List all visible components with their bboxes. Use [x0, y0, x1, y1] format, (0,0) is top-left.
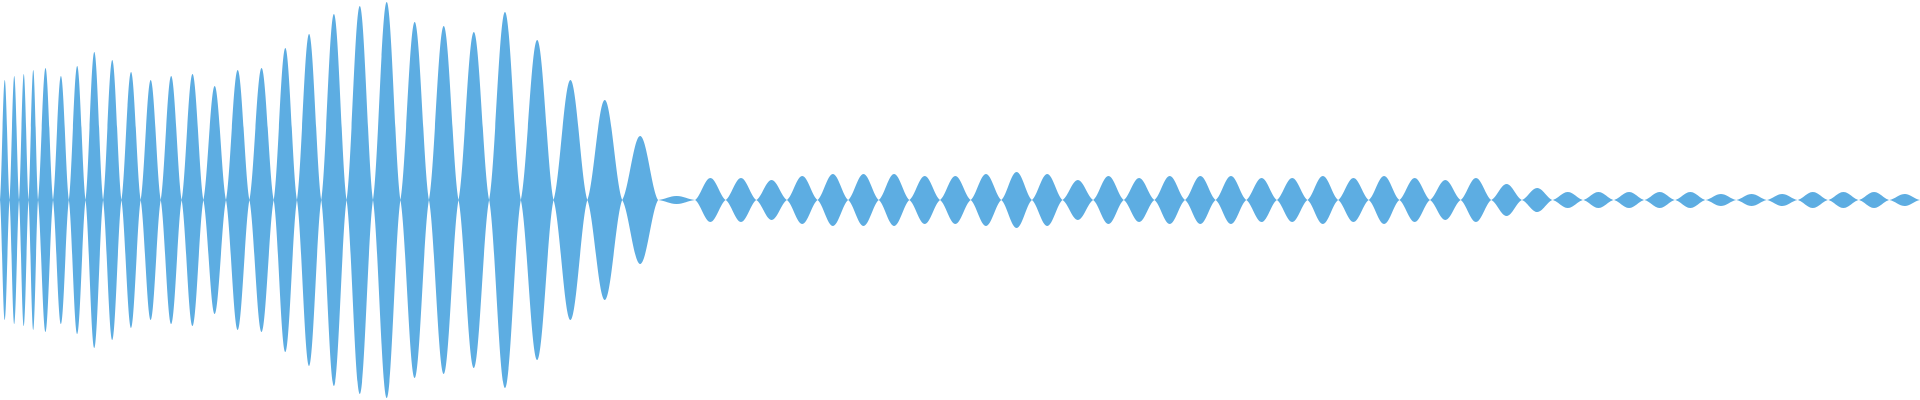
- waveform-lobe: [296, 34, 322, 366]
- waveform-lobe: [1705, 194, 1737, 206]
- waveform-lobe: [38, 68, 54, 332]
- waveform-lobe: [1154, 176, 1186, 224]
- waveform-lobe: [53, 76, 69, 324]
- waveform-lobe: [1858, 192, 1890, 208]
- waveform-lobe: [695, 178, 726, 222]
- waveform-lobe: [1215, 176, 1247, 224]
- waveform-lobe: [1613, 192, 1645, 208]
- waveform-lobe: [273, 48, 297, 352]
- waveform-lobe: [909, 176, 941, 224]
- waveform-lobe: [848, 174, 879, 226]
- waveform-lobe: [28, 70, 39, 330]
- waveform-lobe: [400, 22, 429, 378]
- waveform-lobe: [9, 76, 20, 324]
- waveform-lobe: [458, 32, 490, 368]
- waveform-lobe: [68, 66, 86, 334]
- waveform-lobe: [970, 174, 1002, 226]
- waveform-lobe: [372, 2, 401, 398]
- waveform-lobe: [878, 174, 910, 226]
- waveform-lobe: [321, 14, 347, 386]
- waveform-lobe: [1521, 188, 1553, 212]
- waveform-lobe: [587, 100, 623, 300]
- waveform-lobe: [121, 72, 141, 328]
- waveform-lobe: [428, 26, 459, 374]
- waveform-lobe: [817, 174, 849, 226]
- waveform-lobe: [1338, 178, 1369, 222]
- waveform-lobe: [1675, 192, 1706, 208]
- waveform-lobe: [203, 86, 226, 314]
- waveform-lobe: [553, 80, 588, 320]
- waveform-lobe: [160, 76, 182, 324]
- waveform-lobe: [1031, 174, 1063, 226]
- waveform-lobe: [1062, 180, 1094, 220]
- waveform-lobe: [1644, 192, 1676, 208]
- waveform-lobe: [1123, 178, 1155, 222]
- waveform-lobe: [1276, 178, 1308, 222]
- waveform-lobe: [1828, 192, 1859, 208]
- waveform-lobe: [1766, 194, 1798, 206]
- waveform-lobe: [140, 80, 161, 320]
- waveform-lobe: [1001, 172, 1032, 228]
- waveform-lobe: [181, 74, 204, 326]
- waveform-lobe: [1460, 178, 1492, 222]
- waveform-lobe: [103, 60, 122, 340]
- waveform-lobe: [1797, 192, 1829, 208]
- waveform-lobe: [520, 40, 554, 360]
- waveform-lobe: [1552, 192, 1584, 208]
- waveform-lobe: [19, 74, 29, 326]
- waveform-lobe: [346, 6, 373, 394]
- waveform-lobe: [85, 52, 104, 348]
- waveform-lobe: [1430, 180, 1461, 220]
- waveform-lobe: [1889, 194, 1920, 206]
- waveform-lobe: [1093, 176, 1124, 224]
- waveform-lobe: [1399, 178, 1431, 222]
- waveform-lobe: [622, 136, 659, 264]
- waveform-lobe: [1583, 192, 1614, 208]
- waveform-lobe: [0, 80, 10, 320]
- waveform-lobe: [940, 176, 971, 224]
- waveform-lobe: [1736, 194, 1767, 206]
- waveform-lobe: [786, 176, 818, 224]
- waveform-lobe: [1185, 176, 1216, 224]
- waveform-lobe: [489, 12, 521, 388]
- waveform-lobe: [725, 178, 757, 222]
- waveform-lobe: [1491, 184, 1522, 216]
- waveform-lobe: [249, 68, 274, 332]
- waveform-lobe: [756, 180, 787, 220]
- waveform-lobe: [1368, 176, 1400, 224]
- waveform-lobe: [225, 70, 250, 330]
- waveform-lobe: [658, 196, 696, 204]
- waveform-lobe: [1307, 176, 1339, 224]
- waveform-lobe: [1246, 178, 1277, 222]
